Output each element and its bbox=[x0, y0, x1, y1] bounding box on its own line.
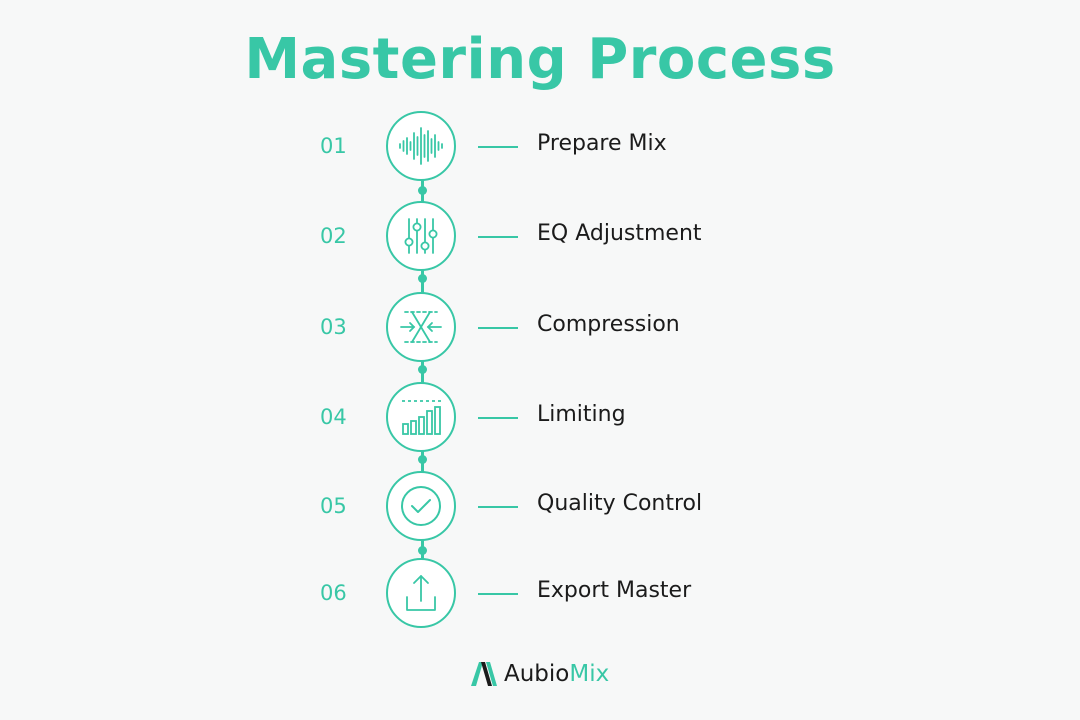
step-icon-circle bbox=[386, 471, 456, 541]
step-icon-circle bbox=[386, 201, 456, 271]
upload-icon bbox=[406, 575, 436, 611]
step-label: Quality Control bbox=[537, 491, 703, 516]
brand-name-prefix: Aubio bbox=[504, 660, 570, 687]
step-connector-line bbox=[478, 327, 518, 329]
step-connector-line bbox=[478, 417, 518, 419]
step-label: Export Master bbox=[537, 578, 692, 603]
step-connector-line bbox=[478, 146, 518, 148]
step-connector-line bbox=[478, 506, 518, 508]
step-icon-circle bbox=[386, 382, 456, 452]
step-connector-line bbox=[478, 593, 518, 595]
page-title: Mastering Process bbox=[244, 27, 836, 92]
step-icon-circle bbox=[386, 558, 456, 628]
step-number: 05 bbox=[320, 494, 347, 518]
step-label: Compression bbox=[537, 312, 680, 337]
step-number: 01 bbox=[320, 134, 347, 158]
compression-arrows-icon bbox=[400, 311, 442, 343]
step-export-master: 06 Export Master bbox=[0, 558, 1080, 632]
brand-name-suffix: Mix bbox=[569, 660, 610, 687]
check-circle-icon bbox=[401, 486, 441, 526]
connector-dot bbox=[418, 274, 427, 283]
step-eq-adjustment: 02 EQ Adjustment bbox=[0, 201, 1080, 275]
step-icon-circle bbox=[386, 292, 456, 362]
level-bars-icon bbox=[402, 400, 442, 435]
equalizer-sliders-icon bbox=[404, 218, 438, 254]
step-number: 03 bbox=[320, 315, 347, 339]
step-limiting: 04 Limiting bbox=[0, 382, 1080, 456]
connector-dot bbox=[418, 455, 427, 464]
brand: AubioMix bbox=[470, 656, 609, 692]
brand-name: AubioMix bbox=[504, 660, 610, 687]
step-label: Limiting bbox=[537, 402, 626, 427]
step-number: 04 bbox=[320, 405, 347, 429]
connector-dot bbox=[418, 365, 427, 374]
connector-dot bbox=[418, 546, 427, 555]
step-number: 02 bbox=[320, 224, 347, 248]
step-connector-line bbox=[478, 236, 518, 238]
step-prepare-mix: 01 Prepare Mix bbox=[0, 111, 1080, 185]
step-quality-control: 05 Quality Control bbox=[0, 471, 1080, 545]
step-label: EQ Adjustment bbox=[537, 221, 702, 246]
step-label: Prepare Mix bbox=[537, 131, 667, 156]
step-icon-circle bbox=[386, 111, 456, 181]
step-number: 06 bbox=[320, 581, 347, 605]
waveform-icon bbox=[399, 127, 443, 165]
aubiomix-logo-icon bbox=[471, 662, 497, 686]
step-compression: 03 Compression bbox=[0, 292, 1080, 366]
connector-dot bbox=[418, 186, 427, 195]
